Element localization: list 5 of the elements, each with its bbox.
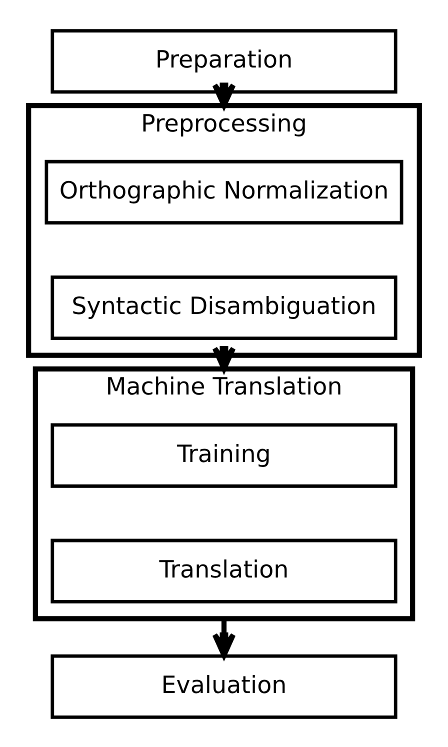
node-box: Orthographic Normalization <box>44 159 404 224</box>
node-box: Training <box>50 422 398 488</box>
node-box: Syntactic Disambiguation <box>50 274 398 340</box>
node-box: Evaluation <box>50 654 398 718</box>
node-box: Translation <box>50 538 398 603</box>
